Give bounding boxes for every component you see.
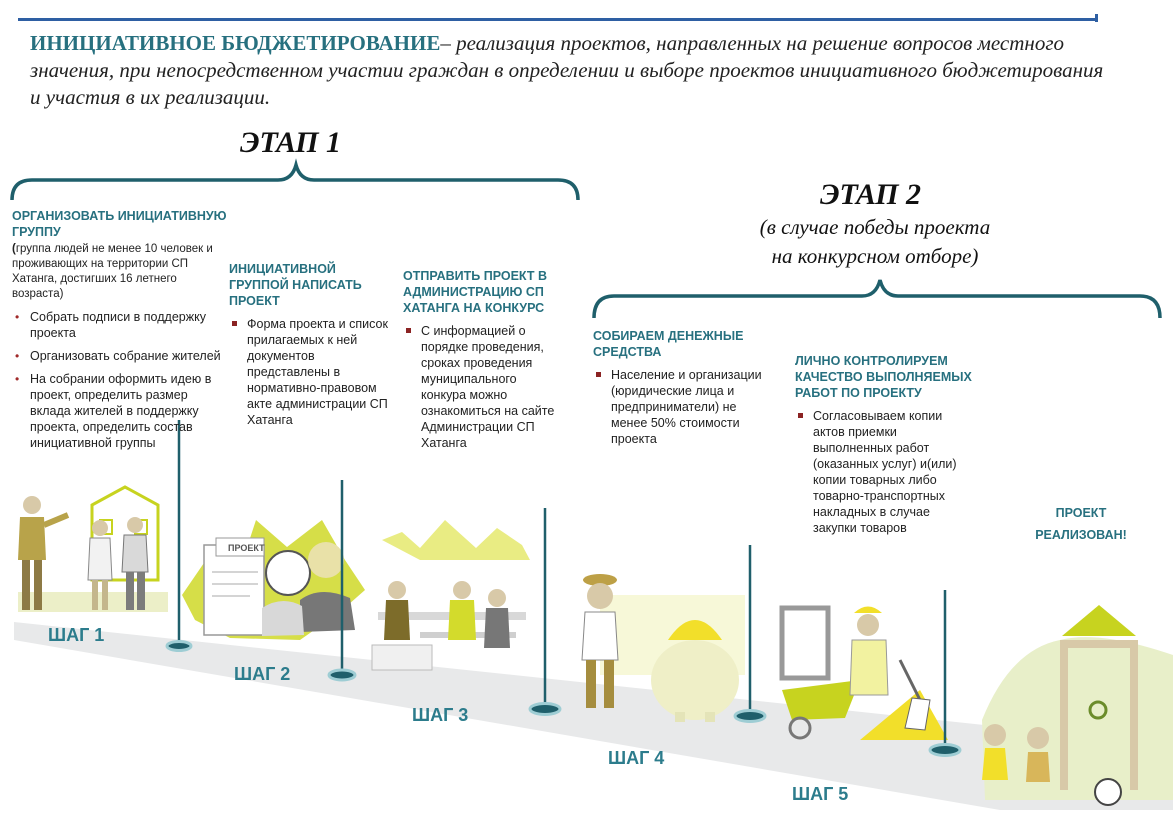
step1-note-text: группа людей не менее 10 человек и прожи… bbox=[12, 243, 213, 300]
step4-block: СОБИРАЕМ ДЕНЕЖНЫЕ СРЕДСТВА Население и о… bbox=[593, 328, 771, 447]
step1-block: ОРГАНИЗОВАТЬ ИНИЦИАТИВНУЮ ГРУППУ (группа… bbox=[12, 208, 230, 451]
step2-bullets: Форма проекта и список прилагаемых к ней… bbox=[229, 316, 389, 428]
step3-heading: ОТПРАВИТЬ ПРОЕКТ В АДМИНИСТРАЦИЮ СП ХАТА… bbox=[403, 269, 548, 315]
step5-block: ЛИЧНО КОНТРОЛИРУЕМ КАЧЕСТВО ВЫПОЛНЯЕМЫХ … bbox=[795, 353, 973, 536]
top-rule bbox=[18, 14, 1098, 22]
step1-bullets: Собрать подписи в поддержку проекта Орга… bbox=[12, 309, 230, 451]
step2-illustration: ПРОЕКТ bbox=[182, 520, 365, 640]
intro-definition: ИНИЦИАТИВНОЕ БЮДЖЕТИРОВАНИЕ– реализация … bbox=[30, 30, 1110, 111]
step5-heading: ЛИЧНО КОНТРОЛИРУЕМ КАЧЕСТВО ВЫПОЛНЯЕМЫХ … bbox=[795, 354, 972, 400]
step5-illustration bbox=[779, 605, 948, 740]
stage2-title: ЭТАП 2 bbox=[820, 178, 922, 211]
step1-note: (группа людей не менее 10 человек и прож… bbox=[12, 242, 230, 302]
step5-marker bbox=[928, 743, 962, 757]
intro-lead: ИНИЦИАТИВНОЕ БЮДЖЕТИРОВАНИЕ bbox=[30, 31, 441, 55]
step3-illustration bbox=[371, 520, 530, 671]
step4-bullet: Население и организации (юридические лиц… bbox=[593, 367, 771, 447]
stage2-subtitle: (в случае победы проекта на конкурсном о… bbox=[700, 213, 1050, 271]
step1-bullet: Собрать подписи в поддержку проекта bbox=[12, 309, 230, 341]
step3-bullet: С информацией о порядке проведения, срок… bbox=[403, 323, 558, 451]
final-line2: РЕАЛИЗОВАН! bbox=[1035, 528, 1127, 542]
stage2-subtitle-line1: (в случае победы проекта bbox=[759, 215, 991, 239]
final-line1: ПРОЕКТ bbox=[1055, 506, 1107, 520]
step4-bullets: Население и организации (юридические лиц… bbox=[593, 367, 771, 447]
final-illustration bbox=[982, 605, 1173, 806]
step4-illustration bbox=[581, 574, 745, 722]
step3-bullets: С информацией о порядке проведения, срок… bbox=[403, 323, 558, 451]
step-poles bbox=[177, 420, 947, 748]
step2-label: ШАГ 2 bbox=[234, 664, 291, 684]
step1-note-paren: ( bbox=[12, 243, 16, 255]
step1-marker bbox=[165, 640, 193, 652]
road bbox=[14, 622, 1173, 810]
step2-marker bbox=[327, 668, 357, 682]
step4-marker bbox=[733, 709, 767, 723]
step1-bullet: На собрании оформить идею в проект, опре… bbox=[12, 371, 230, 451]
step1-label: ШАГ 1 bbox=[48, 625, 105, 645]
step-markers bbox=[165, 640, 962, 757]
step5-bullets: Согласовываем копии актов приемки выполн… bbox=[795, 408, 973, 536]
stage2-bracket bbox=[592, 279, 1162, 319]
step1-illustration bbox=[18, 485, 168, 612]
intro-text: – реализация проектов, направленных на р… bbox=[30, 31, 1104, 109]
step5-bullet: Согласовываем копии актов приемки выполн… bbox=[795, 408, 973, 536]
step4-heading: СОБИРАЕМ ДЕНЕЖНЫЕ СРЕДСТВА bbox=[593, 329, 744, 359]
step2-heading: ИНИЦИАТИВНОЙ ГРУППОЙ НАПИСАТЬ ПРОЕКТ bbox=[229, 262, 362, 308]
step2-document-label: ПРОЕКТ bbox=[228, 543, 265, 553]
step3-label: ШАГ 3 bbox=[412, 705, 469, 725]
step5-label: ШАГ 5 bbox=[792, 784, 849, 804]
stage2-subtitle-line2: на конкурсном отборе) bbox=[771, 244, 979, 268]
step1-bullet: Организовать собрание жителей bbox=[12, 348, 230, 364]
step2-block: ИНИЦИАТИВНОЙ ГРУППОЙ НАПИСАТЬ ПРОЕКТ Фор… bbox=[229, 261, 389, 428]
stage1-title: ЭТАП 1 bbox=[240, 126, 342, 159]
stage1-bracket bbox=[10, 158, 580, 201]
step4-label: ШАГ 4 bbox=[608, 748, 665, 768]
step3-block: ОТПРАВИТЬ ПРОЕКТ В АДМИНИСТРАЦИЮ СП ХАТА… bbox=[403, 268, 558, 451]
final-block: ПРОЕКТ РЕАЛИЗОВАН! bbox=[1020, 505, 1142, 543]
step1-heading: ОРГАНИЗОВАТЬ ИНИЦИАТИВНУЮ ГРУППУ bbox=[12, 209, 227, 239]
step2-bullet: Форма проекта и список прилагаемых к ней… bbox=[229, 316, 389, 428]
step3-marker bbox=[528, 702, 562, 716]
